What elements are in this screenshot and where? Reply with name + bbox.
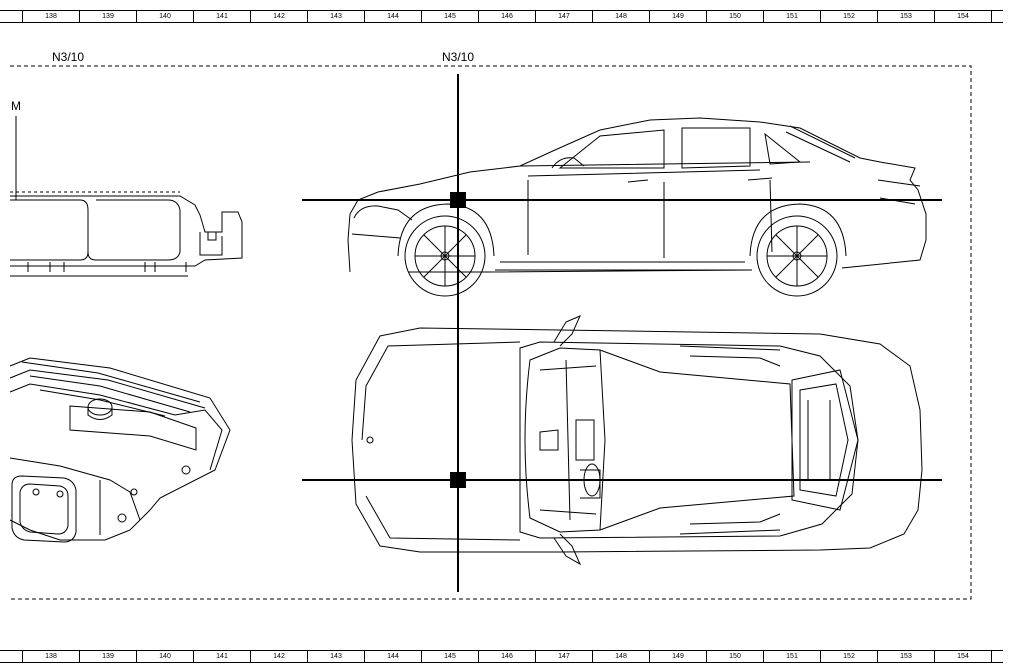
location-marker-side-view (450, 192, 466, 208)
top-cell: 151 (763, 11, 820, 22)
bottom-cell: 140 (136, 651, 193, 662)
bottom-cell: 154 (934, 651, 991, 662)
top-cell: 150 (706, 11, 763, 22)
top-cell: 154 (934, 11, 991, 22)
bottom-cell: 143 (307, 651, 364, 662)
bottom-cell: 138 (22, 651, 79, 662)
location-marker-top-view (450, 472, 466, 488)
bottom-cell: 145 (421, 651, 478, 662)
ruler-tail (991, 651, 1003, 662)
bottom-cell: 144 (364, 651, 421, 662)
top-cell: 148 (592, 11, 649, 22)
bottom-cell: 152 (820, 651, 877, 662)
top-cell: 139 (79, 11, 136, 22)
bottom-cell: 139 (79, 651, 136, 662)
top-cell: 140 (136, 11, 193, 22)
bottom-cell: 153 (877, 651, 934, 662)
top-cell: 145 (421, 11, 478, 22)
vehicle-top-view (351, 315, 923, 566)
bottom-cell: 147 (535, 651, 592, 662)
top-cell: 152 (820, 11, 877, 22)
top-cell: 153 (877, 11, 934, 22)
top-cell: 138 (22, 11, 79, 22)
bottom-cell: 149 (649, 651, 706, 662)
bottom-cell: 141 (193, 651, 250, 662)
component-location-crosshair (302, 74, 942, 592)
view-marker-label: M (11, 99, 21, 113)
bottom-cell: 151 (763, 651, 820, 662)
top-cell: 144 (364, 11, 421, 22)
component-label-left: N3/10 (52, 50, 85, 64)
component-label-center: N3/10 (442, 50, 475, 64)
control-unit-perspective-view (9, 357, 231, 543)
bottom-cell: 146 (478, 651, 535, 662)
bottom-cell: 148 (592, 651, 649, 662)
top-cell: 142 (250, 11, 307, 22)
dashed-frame (10, 65, 972, 600)
top-cell: 147 (535, 11, 592, 22)
ruler-tail (991, 11, 1003, 22)
bottom-cell: 150 (706, 651, 763, 662)
top-cell: 146 (478, 11, 535, 22)
bottom-cell: 142 (250, 651, 307, 662)
top-cell: 149 (649, 11, 706, 22)
top-cell: 141 (193, 11, 250, 22)
top-cell: 143 (307, 11, 364, 22)
control-unit-side-view (10, 191, 243, 277)
vehicle-side-view (347, 117, 927, 297)
